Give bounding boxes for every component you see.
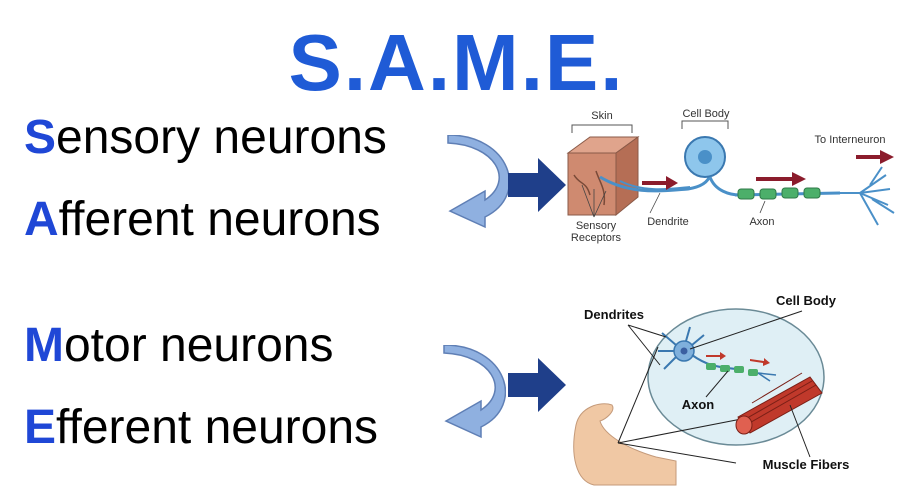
term-rest: otor neurons: [63, 319, 334, 372]
term-initial: A: [24, 193, 59, 246]
page-title: S.A.M.E.: [288, 18, 625, 107]
label-dendrites: Dendrites: [584, 307, 644, 322]
label-sensory: Sensory: [576, 220, 617, 232]
right-arrow-icon: [508, 358, 566, 412]
myelin-sheath: [737, 187, 821, 200]
signal-arrow-icon: [756, 172, 806, 186]
term-sensory-neurons: Sensory neurons: [24, 110, 387, 166]
term-initial: M: [24, 319, 64, 372]
label-skin: Skin: [591, 110, 612, 122]
skin-block: [566, 136, 640, 217]
term-rest: fferent neurons: [56, 401, 379, 454]
term-rest: fferent neurons: [58, 193, 381, 246]
term-initial: E: [24, 401, 57, 454]
term-initial: S: [24, 111, 57, 164]
arm: [573, 403, 677, 486]
label-axon: Axon: [749, 216, 774, 228]
term-motor-neurons: Motor neurons: [24, 318, 334, 374]
myelin-sheath: [706, 363, 758, 376]
nucleus: [698, 150, 712, 164]
motor-neuron-diagram: Dendrites Cell Body Axon Muscle Fibers: [573, 293, 850, 486]
label-cell-body: Cell Body: [776, 293, 837, 308]
right-arrow-icon: [508, 158, 566, 212]
signal-arrow-icon: [856, 150, 894, 164]
term-afferent-neurons: Afferent neurons: [24, 192, 381, 248]
label-receptors: Receptors: [571, 232, 622, 244]
term-efferent-neurons: Efferent neurons: [24, 400, 378, 456]
label-muscle-fibers: Muscle Fibers: [763, 457, 850, 472]
curved-arrow-icon: [447, 135, 510, 229]
term-rest: ensory neurons: [56, 111, 387, 164]
label-dendrite: Dendrite: [647, 216, 689, 228]
signal-arrow-icon: [642, 176, 678, 190]
label-axon: Axon: [682, 397, 715, 412]
curved-arrow-icon: [443, 345, 506, 439]
label-cell-body: Cell Body: [682, 108, 730, 120]
sensory-neuron-diagram: Skin Sensory Receptors Dendrite Cell Bod…: [566, 108, 895, 244]
label-to-interneuron: To Interneuron: [815, 134, 886, 146]
muscle-fibers: [735, 372, 823, 435]
